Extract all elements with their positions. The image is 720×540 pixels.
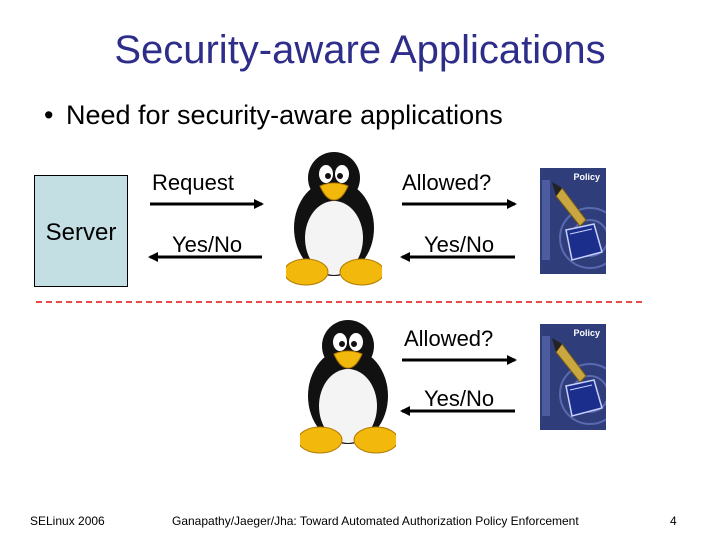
section-divider (36, 301, 642, 303)
allowed-label-bottom: Allowed? (404, 326, 494, 351)
bullet-item: • Need for security-aware applications (44, 100, 503, 131)
page-number: 4 (670, 514, 677, 528)
policy-book-icon: Policy (539, 323, 621, 431)
policy-book-label: Policy (573, 172, 600, 182)
yes-no-label-top-right: Yes/No (424, 232, 495, 257)
server-label: Server (45, 219, 117, 246)
policy-book-label: Policy (573, 328, 600, 338)
footer-left: SELinux 2006 (30, 514, 105, 528)
bullet-dot-icon: • (44, 100, 54, 130)
bullet-text: Need for security-aware applications (66, 100, 503, 130)
policy-book-bottom: Policy (539, 323, 621, 435)
server-box (34, 175, 128, 287)
yes-no-label-left: Yes/No (172, 232, 243, 257)
footer-center: Ganapathy/Jaeger/Jha: Toward Automated A… (172, 514, 579, 528)
policy-book-top: Policy (539, 167, 621, 279)
penguin-icon (286, 151, 382, 286)
allowed-label-top: Allowed? (402, 170, 492, 195)
slide-title: Security-aware Applications (114, 28, 606, 72)
request-label: Request (152, 170, 234, 195)
policy-book-icon: Policy (539, 167, 621, 275)
penguin-icon (300, 319, 396, 454)
yes-no-label-bottom: Yes/No (424, 386, 495, 411)
